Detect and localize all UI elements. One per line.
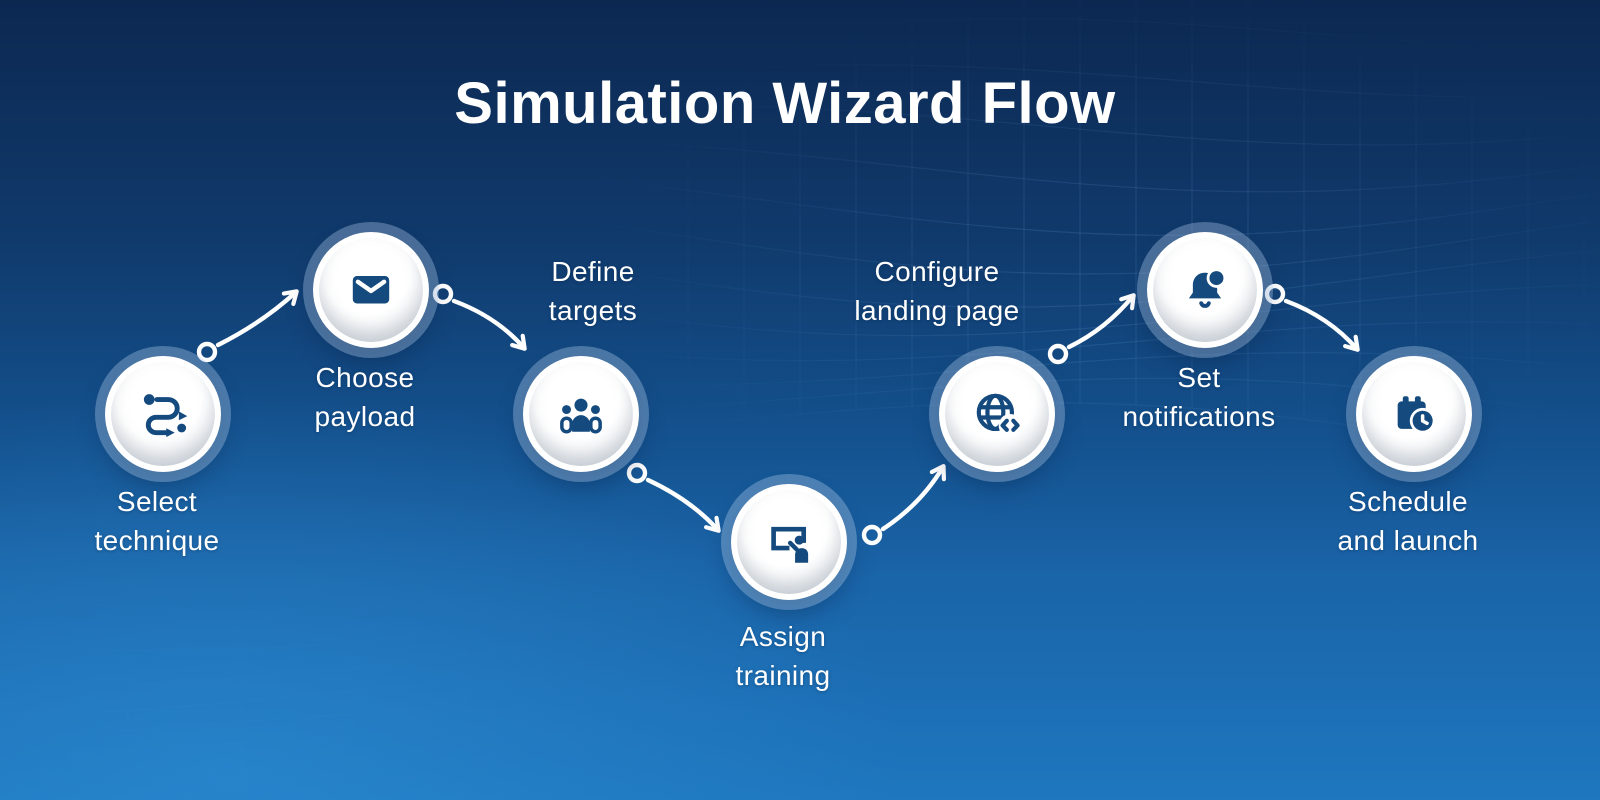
connector-start-dot: [196, 341, 218, 363]
connector-start-dot: [626, 462, 648, 484]
connector-arrow: [1066, 293, 1136, 350]
step-label: Assign training: [735, 621, 831, 691]
connector-start-dot: [432, 283, 454, 305]
envelope-icon: [352, 276, 390, 304]
bell-icon: [1188, 268, 1227, 308]
connector-arrow: [215, 289, 299, 348]
step-label: Define targets: [548, 256, 638, 326]
connector-start-dot: [1047, 343, 1069, 365]
people-icon: [560, 398, 602, 434]
connector-arrow: [1283, 298, 1360, 352]
route-icon: [143, 394, 188, 438]
step-label: Set notifications: [1122, 362, 1276, 432]
connector-arrow: [645, 477, 721, 533]
presentation-icon: [771, 526, 809, 563]
connector-arrow: [880, 464, 947, 532]
step-define-targets: [523, 356, 639, 472]
step-schedule-and-launch: [1356, 356, 1472, 472]
step-select-technique: [105, 356, 221, 472]
step-assign-training: [731, 484, 847, 600]
step-configure-landing-page: [939, 356, 1055, 472]
step-set-notifications: [1147, 232, 1263, 348]
connector-start-dot: [1264, 283, 1286, 305]
page-title: Simulation Wizard Flow: [454, 71, 1116, 136]
calendar-clock-icon: [1397, 396, 1436, 434]
step-label: Choose payload: [314, 362, 416, 432]
step-choose-payload: [313, 232, 429, 348]
step-label: Schedule and launch: [1337, 486, 1479, 556]
connector-start-dot: [861, 524, 883, 546]
step-label: Configure landing page: [854, 256, 1020, 326]
step-label: Select technique: [94, 486, 220, 556]
globe-code-icon: [976, 393, 1022, 437]
